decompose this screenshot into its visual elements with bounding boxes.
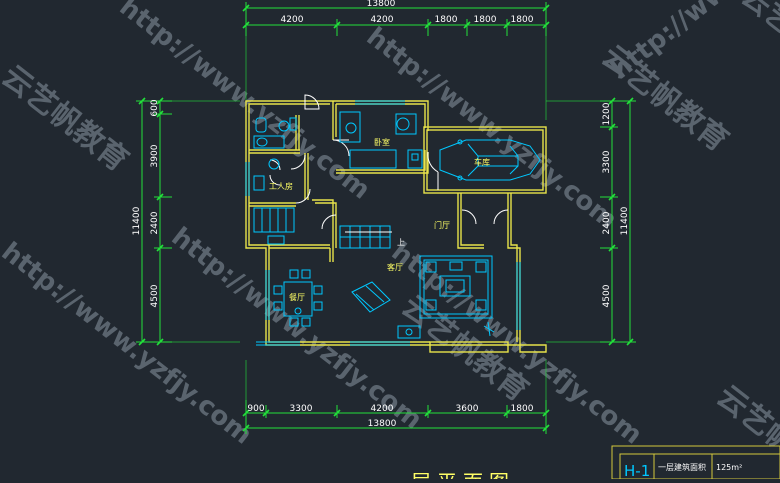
sofa-set-icon	[419, 255, 495, 337]
dim-top-seg: 1800	[511, 15, 534, 25]
dim-top-seg: 4200	[281, 15, 304, 25]
dim-top-seg: 1800	[435, 15, 458, 25]
room-label-stair-up: 上	[397, 238, 405, 247]
area-label: 一层建筑面积	[658, 462, 706, 472]
room-label-foyer: 门厅	[434, 220, 450, 230]
dim-top-total: 13800	[367, 0, 396, 9]
dining-table-icon	[273, 269, 323, 327]
furniture	[253, 111, 541, 339]
toilet-icon	[255, 117, 267, 133]
dimension-lines	[136, 2, 636, 434]
dim-bottom-seg: 900	[247, 404, 264, 414]
windows	[245, 100, 521, 346]
toilet-icon	[289, 117, 297, 131]
dim-left-seg: 3900	[150, 144, 160, 167]
plan-title: 一层平面图	[385, 470, 515, 479]
dim-bottom-seg: 3600	[456, 404, 479, 414]
dim-bottom-total: 13800	[368, 419, 397, 429]
dim-right-seg: 4500	[602, 284, 612, 307]
room-label-dining-room: 餐厅	[289, 293, 305, 302]
dim-right-total: 11400	[620, 206, 630, 235]
watermark-brand: 云艺帆教育	[595, 39, 735, 159]
dim-left-seg: 4500	[150, 284, 160, 307]
bed-icon	[349, 149, 397, 169]
area-value: 125m²	[716, 463, 742, 472]
title-block: H-1 一层建筑面积 125m²	[611, 445, 780, 480]
dim-left-seg: 2400	[150, 211, 160, 234]
room-label-maid-room: 工人房	[269, 181, 293, 191]
drawing-code: H-1	[624, 462, 650, 479]
dim-top-seg: 4200	[371, 15, 394, 25]
dim-right-seg: 3300	[602, 150, 612, 173]
car-icon	[439, 139, 541, 181]
dimension-texts: 13800 4200 4200 1800 1800 1800 900 3300 …	[132, 0, 630, 429]
room-label-living-room: 客厅	[387, 262, 403, 272]
watermark-brand: 云艺帆教育	[736, 0, 780, 92]
dim-top-seg: 1800	[474, 15, 497, 25]
room-label-garage: 车库	[474, 157, 490, 167]
desk-icon	[339, 111, 361, 143]
dim-right-seg: 1200	[602, 102, 612, 125]
watermark-brand: 云艺帆教育	[0, 59, 135, 179]
dim-bottom-seg: 3300	[290, 404, 313, 414]
stair-icon	[339, 225, 392, 249]
piano-icon	[351, 281, 391, 313]
room-label-bedroom: 卧室	[374, 137, 390, 147]
doors	[269, 94, 509, 230]
dim-bottom-seg: 4200	[371, 404, 394, 414]
dim-left-seg: 600	[150, 99, 160, 116]
dim-left-total: 11400	[132, 206, 142, 235]
dim-right-seg: 2400	[602, 211, 612, 234]
dim-bottom-seg: 1800	[511, 404, 534, 414]
sink-icon	[278, 120, 290, 132]
room-labels: 卧室 车库 工人房 门厅 上 客厅 餐厅	[269, 137, 490, 302]
